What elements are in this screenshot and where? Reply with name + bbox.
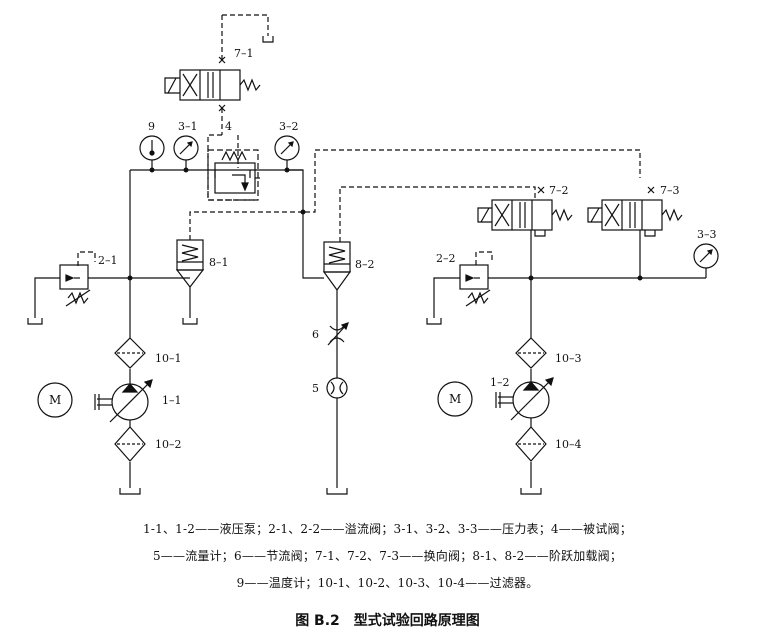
step-loading-valve-8-2 (322, 241, 352, 292)
legend-line-1: 1-1、1-2——液压泵；2-1、2-2——溢流阀；3-1、3-2、3-3——压… (143, 522, 632, 536)
label-1-2: 1–2 (490, 376, 510, 389)
pressure-gauge-3-2 (274, 135, 300, 161)
label-10-3: 10–3 (555, 352, 582, 365)
figure-caption: 图 B.2 型式试验回路原理图 (295, 613, 480, 629)
tested-valve-4 (207, 149, 260, 201)
filter-10-2 (114, 426, 146, 462)
label-7-2: 7–2 (549, 184, 569, 197)
label-6: 6 (312, 328, 319, 341)
label-7-3: 7–3 (660, 184, 680, 197)
hydraulic-circuit-diagram: 7–1 9 3–1 4 3–2 7–2 7–3 3–3 2–1 8–1 8–2 … (27, 14, 719, 495)
label-8-1: 8–1 (209, 256, 229, 269)
filter-10-4 (515, 426, 547, 462)
legend-line-3: 9——温度计；10-1、10-2、10-3、10-4——过滤器。 (236, 576, 539, 590)
directional-valve-7-2 (477, 186, 573, 231)
filter-10-1 (114, 337, 146, 369)
relief-valve-2-1 (59, 264, 91, 307)
thermometer-9 (139, 135, 165, 161)
label-10-2: 10–2 (155, 438, 182, 451)
label-4: 4 (225, 120, 232, 133)
pump-1-2 (495, 377, 554, 421)
pressure-gauge-3-3 (693, 243, 719, 269)
label-10-1: 10–1 (155, 352, 182, 365)
label-3-2: 3–2 (279, 120, 299, 133)
component-labels: 7–1 9 3–1 4 3–2 7–2 7–3 3–3 2–1 8–1 8–2 … (49, 47, 717, 451)
label-10-4: 10–4 (555, 438, 582, 451)
junction-dots (127, 167, 643, 281)
label-2-1: 2–1 (98, 254, 118, 267)
label-3-1: 3–1 (178, 120, 198, 133)
flowmeter-5 (326, 377, 348, 399)
label-8-2: 8–2 (355, 258, 375, 271)
throttle-valve-6 (327, 322, 349, 346)
pump-1-1 (94, 379, 153, 423)
motor-right (437, 381, 473, 417)
motor-left (37, 382, 73, 418)
main-lines (34, 160, 707, 488)
tanks (27, 36, 656, 495)
step-loading-valve-8-1 (175, 239, 205, 288)
filter-10-3 (515, 337, 547, 369)
pilot-lines (77, 14, 641, 266)
directional-valve-7-1 (164, 56, 261, 112)
directional-valve-7-3 (587, 186, 683, 231)
label-7-1: 7–1 (234, 47, 254, 60)
label-3-3: 3–3 (697, 228, 717, 241)
pressure-gauge-3-1 (173, 135, 199, 161)
label-2-2: 2–2 (436, 252, 456, 265)
relief-valve-2-2 (459, 264, 491, 307)
legend-line-2: 5——流量计；6——节流阀；7-1、7-2、7-3——换向阀；8-1、8-2——… (152, 549, 623, 563)
motor-left-label: M (49, 393, 61, 407)
motor-right-label: M (449, 392, 461, 406)
label-1-1: 1–1 (162, 394, 182, 407)
label-9: 9 (148, 120, 155, 133)
label-5: 5 (312, 382, 319, 395)
